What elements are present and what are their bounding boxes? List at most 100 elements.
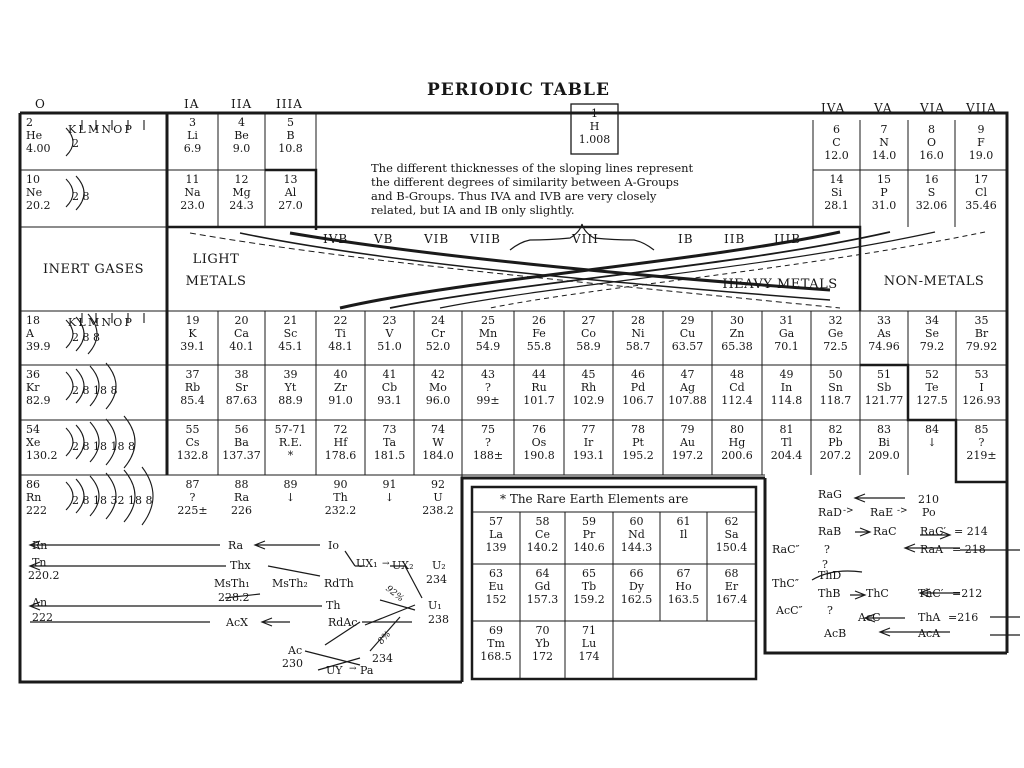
element-number: 78 (631, 423, 645, 436)
element-weight: 193.1 (572, 449, 605, 462)
decay-rab: RaB (818, 525, 842, 538)
element-number: 57-71 (274, 423, 307, 436)
element-weight: 58.9 (576, 340, 601, 353)
element-symbol: Sb (876, 381, 892, 394)
element-symbol: N (879, 136, 889, 149)
element-number: 77 (581, 423, 596, 436)
element-number: 34 (925, 314, 939, 327)
element-symbol: ? (485, 436, 491, 449)
decay-rdth: RdTh (324, 577, 354, 590)
decay-tn-weight: 220.2 (28, 569, 60, 582)
element-symbol: Cb (381, 381, 398, 394)
element-symbol: P (880, 186, 888, 199)
element-weight: 65.38 (721, 340, 753, 353)
b-group-vb: VB (374, 232, 394, 246)
element-weight: 39.1 (180, 340, 205, 353)
decay-msth1: MsTh₁ (214, 577, 250, 590)
element-number: 33 (877, 314, 891, 327)
element-weight: 200.6 (721, 449, 753, 462)
element-symbol: U (433, 491, 443, 504)
element-weight: 39.9 (26, 340, 51, 353)
decay-acc2: AcC″ (776, 604, 803, 617)
element-symbol: ↓ (384, 491, 395, 504)
element-weight: 85.4 (180, 394, 205, 407)
decay-u2: U₂ (432, 559, 446, 572)
element-symbol: Ge (827, 327, 844, 340)
element-weight: 226 (231, 504, 252, 517)
element-weight: 167.4 (715, 593, 748, 606)
element-symbol: Cd (729, 381, 745, 394)
element-weight: 137.37 (222, 449, 261, 462)
element-weight: 93.1 (377, 394, 402, 407)
element-symbol: B (286, 129, 295, 142)
element-weight: 140.2 (526, 541, 559, 554)
element-weight: 188± (472, 449, 504, 462)
element-number: 11 (185, 173, 200, 186)
decay-rag: RaG (818, 488, 842, 501)
element-symbol: Sc (283, 327, 298, 340)
element-symbol: Ne (26, 186, 43, 199)
element-symbol: Ho (675, 580, 692, 593)
rare-earth-title: * The Rare Earth Elements are (500, 492, 689, 506)
element-number: 7 (880, 123, 888, 136)
element-number: 56 (234, 423, 249, 436)
element-symbol: Co (580, 327, 597, 340)
element-number: 74 (431, 423, 445, 436)
element-symbol: Ag (680, 381, 695, 394)
element-symbol: Yt (284, 381, 297, 394)
element-symbol: C (832, 136, 841, 149)
element-weight: 88.9 (278, 394, 303, 407)
decay-rad: RaD (818, 506, 842, 519)
element-weight: 10.8 (278, 142, 303, 155)
decay-tha-weight: =216 (948, 611, 979, 624)
element-number: 69 (489, 624, 503, 637)
element-weight: 222 (26, 504, 47, 517)
group-header-ia: IA (184, 97, 200, 111)
group-header-viia: VIIA (966, 101, 997, 115)
element-weight: 72.5 (823, 340, 848, 353)
element-weight: 178.6 (324, 449, 357, 462)
element-cell-e75: 75?188± (462, 420, 514, 475)
element-symbol: Pb (828, 436, 843, 449)
element-weight: 23.0 (180, 199, 205, 212)
element-number: 47 (680, 368, 695, 381)
element-weight: 162.5 (620, 593, 653, 606)
element-symbol: Mn (478, 327, 498, 340)
decay-an-weight: 222 (32, 611, 53, 624)
element-weight: 79.92 (965, 340, 998, 353)
element-symbol: Hf (333, 436, 348, 449)
element-number: 1 (591, 107, 598, 120)
element-weight: 152 (485, 593, 507, 606)
element-weight: 27.0 (278, 199, 303, 212)
element-symbol: Yb (535, 637, 550, 650)
element-number: 72 (333, 423, 348, 436)
element-number: 83 (877, 423, 891, 436)
element-number: 80 (730, 423, 744, 436)
decay-thc: ThC (866, 587, 889, 600)
decay-q3: ? (827, 604, 833, 617)
element-symbol: Nd (628, 528, 645, 541)
element-cell-e85: 85?219± (956, 420, 1007, 480)
